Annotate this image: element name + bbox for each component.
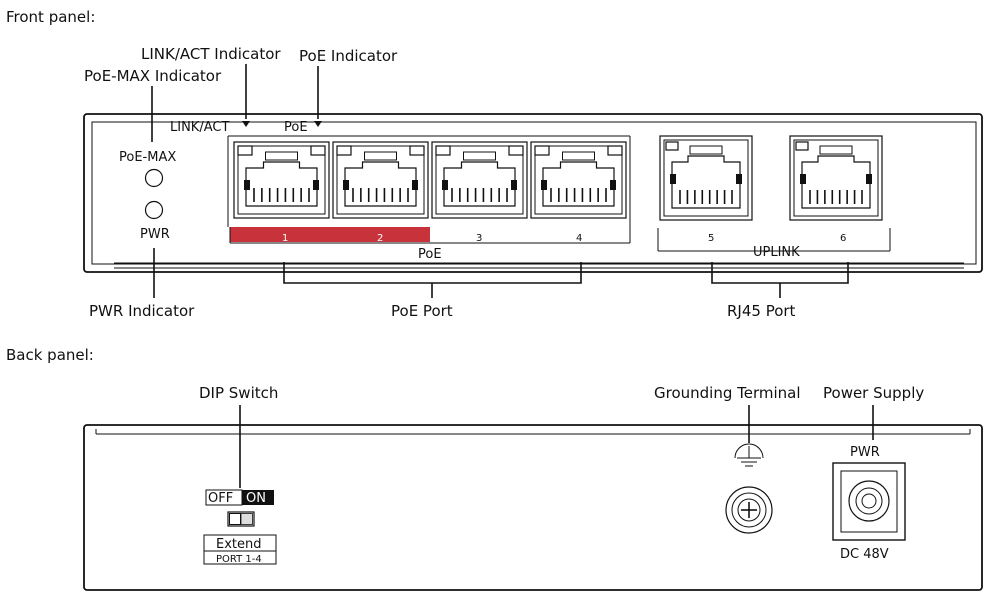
arrow-down-icon xyxy=(242,121,250,127)
back-pwr-label: PWR xyxy=(850,445,880,460)
off-label: OFF xyxy=(208,491,233,506)
port-number-5: 5 xyxy=(708,233,714,244)
ground-symbol-icon xyxy=(734,443,764,467)
poe-port-callout: PoE Port xyxy=(391,302,453,320)
dip-switch-callout: DIP Switch xyxy=(199,384,278,402)
rj45-port-3 xyxy=(431,141,528,219)
rj45-port-5 xyxy=(659,135,753,221)
power-supply-callout: Power Supply xyxy=(823,384,924,402)
grounding-terminal-callout: Grounding Terminal xyxy=(654,384,801,402)
rj45-port-2 xyxy=(332,141,429,219)
port-number-4: 4 xyxy=(576,233,582,244)
pwr-led xyxy=(144,200,164,220)
rj45-port-callout: RJ45 Port xyxy=(727,302,796,320)
port-number-2: 2 xyxy=(377,233,383,244)
pwr-label: PWR xyxy=(140,227,170,242)
front-panel: LINK/ACT Indicator PoE Indicator PoE-MAX… xyxy=(83,45,983,320)
poe-indicator-callout: PoE Indicator xyxy=(299,47,398,65)
back-panel: DIP Switch Grounding Terminal Power Supp… xyxy=(83,384,983,591)
arrow-down-icon xyxy=(314,121,322,127)
pwr-indicator-callout: PWR Indicator xyxy=(89,302,195,320)
power-jack: PWR DC 48V xyxy=(832,445,906,562)
grounding-terminal xyxy=(725,443,773,534)
poe-max-label: PoE-MAX xyxy=(119,150,176,165)
front-inner-frame xyxy=(91,121,977,265)
rj45-port-4 xyxy=(530,141,627,219)
back-chassis xyxy=(83,424,983,591)
poe-group-label: PoE xyxy=(418,247,442,262)
uplink-group-label: UPLINK xyxy=(753,245,800,260)
port-number-6: 6 xyxy=(840,233,846,244)
dc-voltage-label: DC 48V xyxy=(840,547,889,562)
dip-switch-slider[interactable] xyxy=(229,513,241,525)
dip-switch[interactable]: OFF ON Extend PORT 1-4 xyxy=(203,489,277,565)
poe-max-indicator-callout: PoE-MAX Indicator xyxy=(84,67,222,85)
port-number-3: 3 xyxy=(476,233,482,244)
poe-led-label: PoE xyxy=(284,120,308,135)
port-range-label: PORT 1-4 xyxy=(216,554,262,565)
extend-label: Extend xyxy=(216,537,262,552)
link-act-label: LINK/ACT xyxy=(170,120,229,135)
front-panel-title: Front panel: xyxy=(6,8,95,26)
rj45-port-6 xyxy=(789,135,883,221)
on-label: ON xyxy=(246,491,266,506)
link-act-indicator-callout: LINK/ACT Indicator xyxy=(141,45,281,63)
back-panel-title: Back panel: xyxy=(6,346,94,364)
port-number-1: 1 xyxy=(282,233,288,244)
rj45-port-1 xyxy=(233,141,330,219)
poe-max-led xyxy=(144,168,164,188)
poe-bar xyxy=(230,227,430,242)
